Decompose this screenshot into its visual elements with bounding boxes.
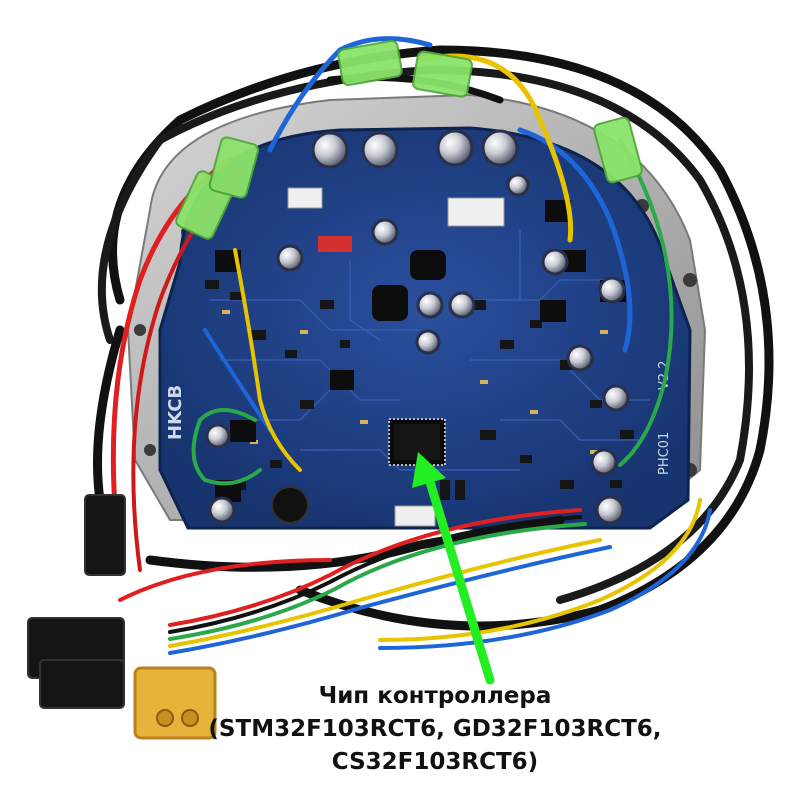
xt60-plug — [133, 666, 217, 740]
chip-caption: Чип контроллера (STM32F103RCT6, GD32F103… — [200, 680, 670, 779]
caption-line-3: CS32F103RCT6) — [331, 749, 539, 775]
smd-components — [205, 280, 634, 500]
black-plug-connectors — [27, 494, 126, 709]
caption-line-1: Чип контроллера — [318, 683, 552, 709]
pcb-traces — [210, 230, 650, 471]
electrolytic-capacitors — [205, 129, 630, 525]
power-inductors — [372, 250, 446, 321]
caption-line-2: (STM32F103RCT6, GD32F103RCT6, — [208, 716, 662, 742]
pointer-arrow — [412, 452, 495, 685]
buzzer — [271, 486, 309, 524]
white-connector — [447, 197, 505, 227]
red-connector — [318, 236, 352, 252]
green-insulators — [175, 40, 643, 240]
white-connector-top — [287, 187, 323, 209]
model-silkscreen: PHC01 — [657, 432, 672, 475]
white-connector-bottom — [394, 505, 436, 527]
brand-logo-silkscreen: HKCB — [165, 385, 186, 440]
